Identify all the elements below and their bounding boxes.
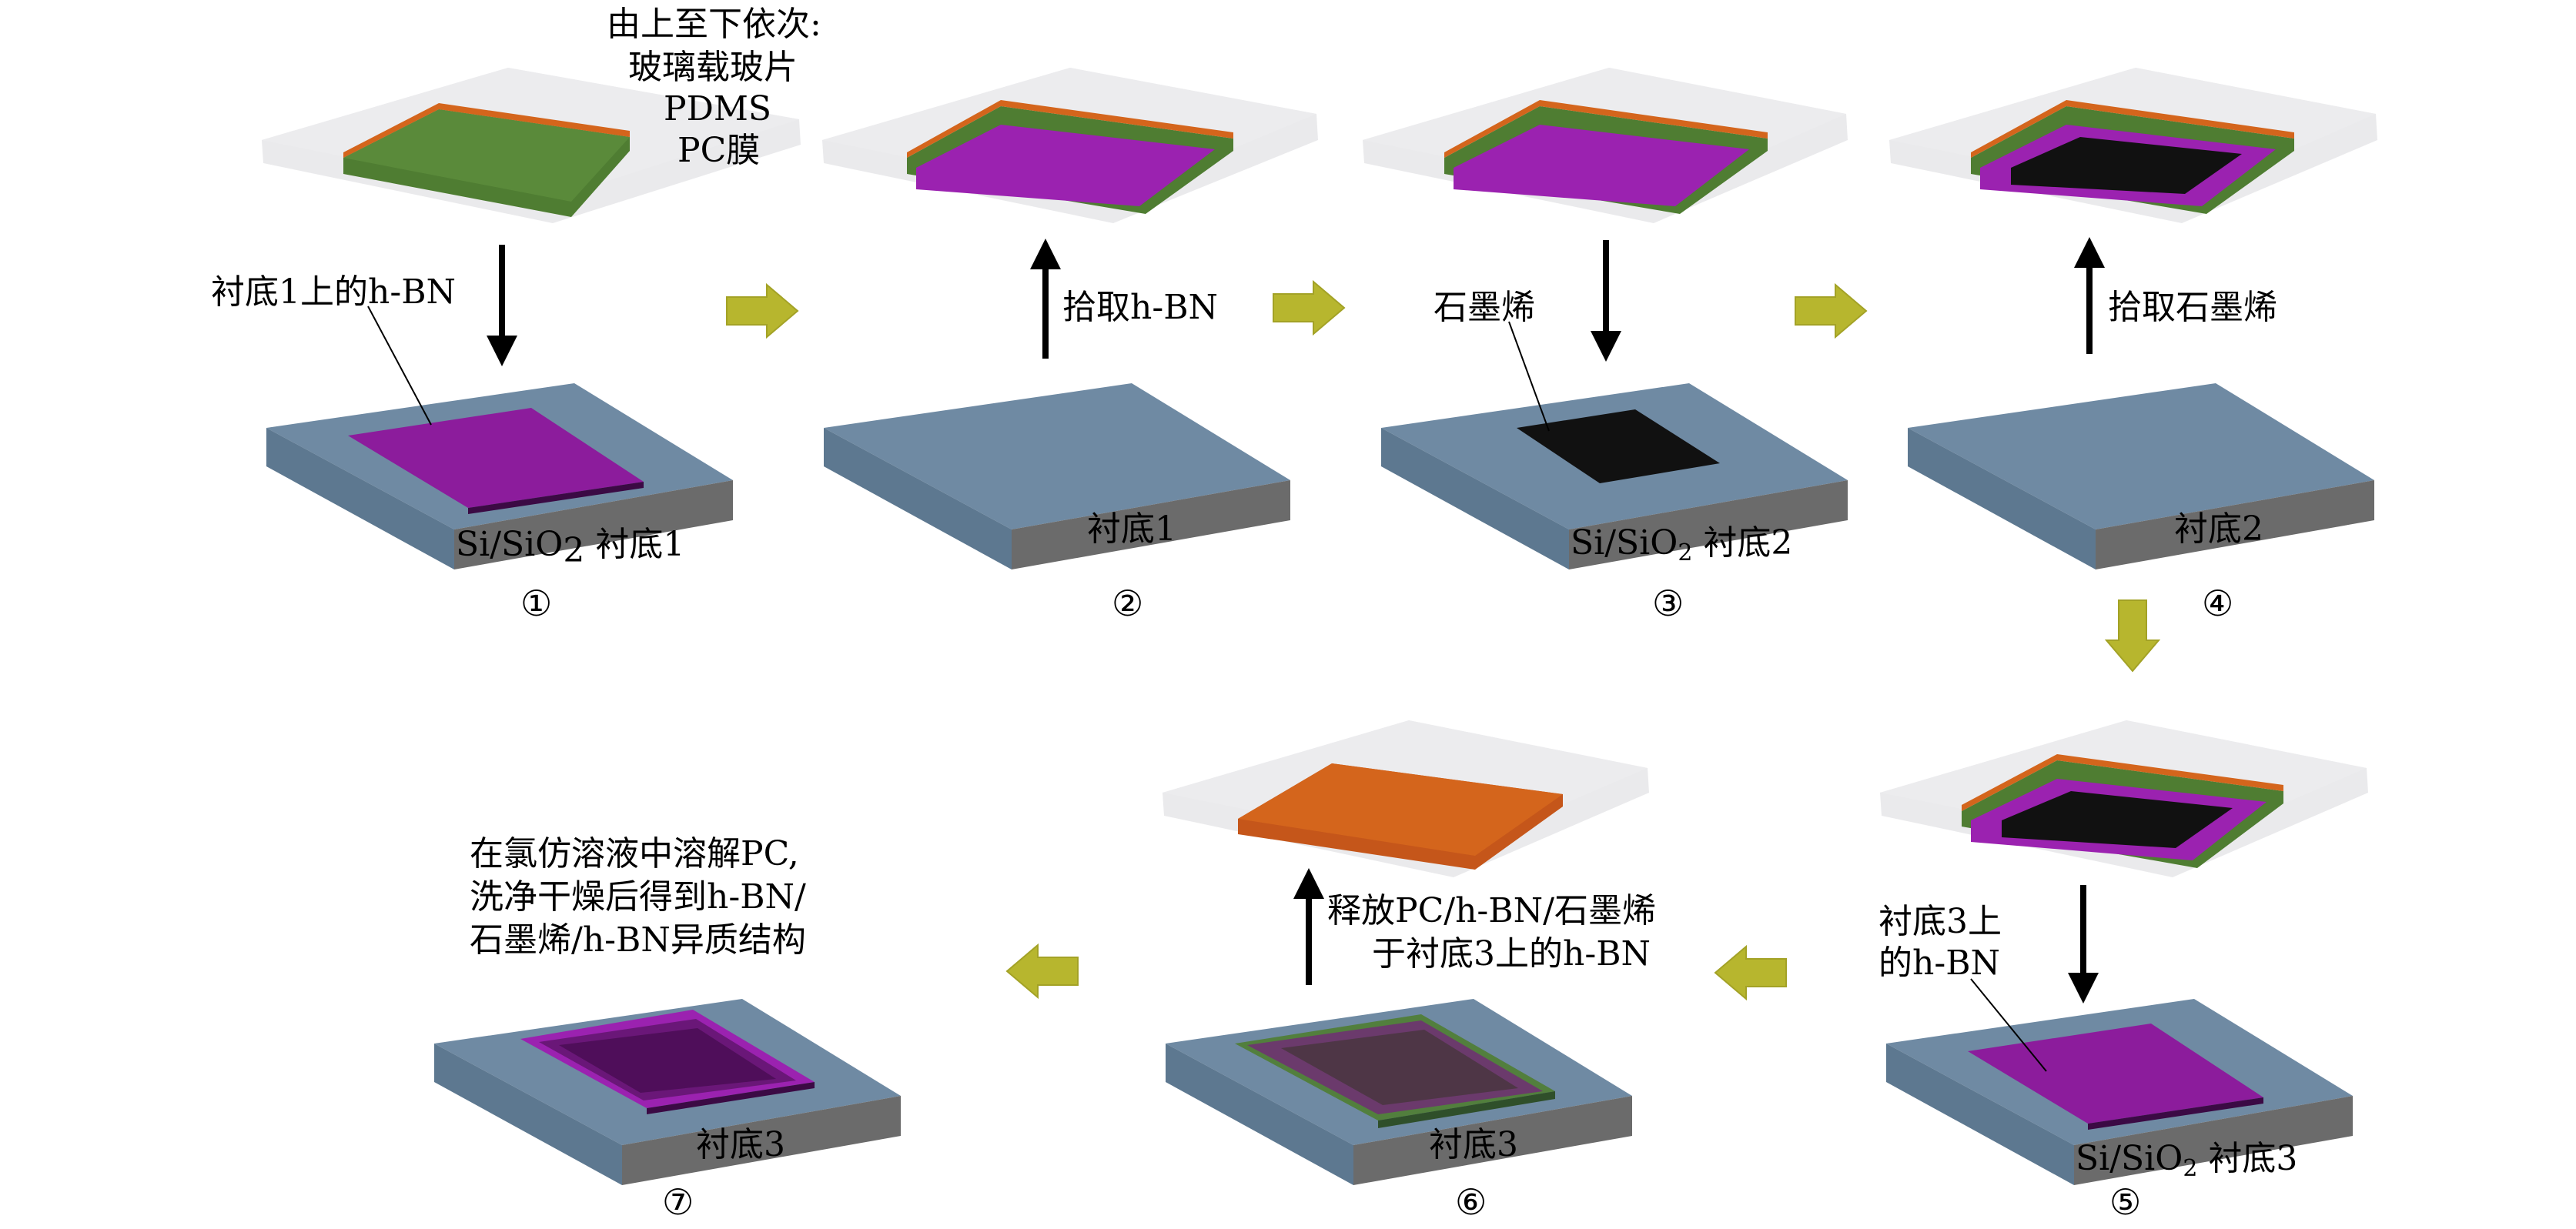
step-number-1: ① [520,583,552,624]
substrate-label-6: 衬底3 [1429,1125,1518,1164]
stamp-step3 [1363,68,1848,223]
label-release-line2: 于衬底3上的h-BN [1372,934,1651,974]
stamp-step2 [822,68,1318,223]
substrate-step2 [824,383,1290,569]
flow-arrow-6-to-7 [1005,943,1079,1000]
svg-text:由上至下依次:: 由上至下依次: [607,5,821,44]
substrate-label-4: 衬底2 [2174,509,2263,549]
stamp-step1 [262,68,801,223]
label-graphene: 石墨烯 [1434,288,1535,327]
step-number-5: ⑤ [2109,1181,2141,1223]
flow-arrow-5-to-6 [1714,944,1787,1001]
substrate-label-5: Si/SiO2 衬底3 [2076,1139,2297,1182]
svg-text:玻璃载玻片: 玻璃载玻片 [628,48,798,87]
substrate-step3 [1381,383,1848,569]
flow-arrow-1-to-2 [726,284,798,338]
substrate-label-7: 衬底3 [696,1125,785,1164]
label-dissolve-line2: 洗净干燥后得到h-BN/ [470,877,806,917]
substrate-label-2: 衬底1 [1087,509,1176,549]
stamp-step5 [1880,720,2368,877]
leader-line-graphene [1508,321,1550,432]
substrate-label-1: Si/SiO2 衬底1 [456,525,684,570]
stamp-step4 [1889,68,2377,223]
flow-arrow-4-to-5 [2104,599,2161,673]
flow-arrow-3-to-4 [1795,284,1867,338]
step-number-6: ⑥ [1455,1181,1487,1223]
substrate-step5 [1886,999,2353,1185]
svg-text:PDMS: PDMS [664,89,771,129]
step-number-7: ⑦ [662,1181,694,1223]
substrate-label-3: Si/SiO2 衬底2 [1571,523,1792,566]
label-hbn-on-substrate1: 衬底1上的h-BN [211,272,456,312]
flow-arrow-2-to-3 [1273,281,1345,335]
label-release-line1: 释放PC/h-BN/石墨烯 [1327,891,1656,930]
step-number-4: ④ [2202,583,2233,624]
label-dissolve-line1: 在氯仿溶液中溶解PC, [470,834,799,873]
stamp-step6 [1163,720,1649,877]
label-pick-graphene: 拾取石墨烯 [2108,288,2277,327]
leader-line-hbn-sub3 [1970,978,2047,1072]
leader-line-hbn-sub1 [367,306,432,426]
substrate-step1 [266,383,733,569]
substrate-step7 [434,999,901,1185]
label-pick-hbn: 拾取h-BN [1062,288,1218,327]
label-hbn-on-substrate3-line1: 衬底3上 [1878,902,2002,941]
label-hbn-on-substrate3-line2: 的h-BN [1878,943,2000,983]
substrate-step4 [1908,383,2374,569]
step-number-3: ③ [1652,583,1684,624]
svg-text:PC膜: PC膜 [677,131,760,170]
intro-text-block: 由上至下依次: 玻璃载玻片 PDMS PC膜 [607,5,821,170]
label-dissolve-line3: 石墨烯/h-BN异质结构 [470,920,806,960]
step-number-2: ② [1112,583,1143,624]
substrate-step6 [1166,999,1632,1185]
